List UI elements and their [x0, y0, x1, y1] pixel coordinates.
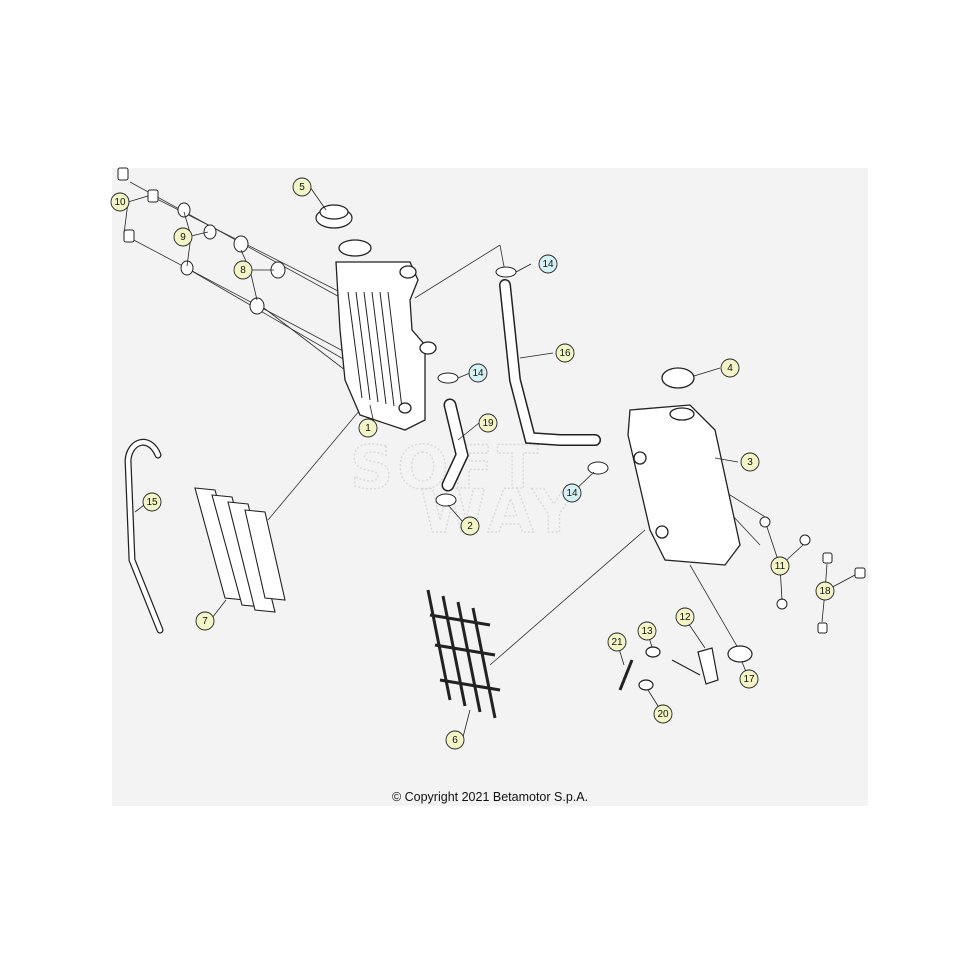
callout-circle [675, 607, 695, 627]
callout-label: 4 [727, 363, 733, 374]
callout-label: 17 [743, 674, 755, 685]
callout-c2: 2 [460, 516, 480, 536]
callout-label: 6 [452, 735, 458, 746]
callout-circle [358, 418, 378, 438]
callout-circle [292, 177, 312, 197]
callout-circle [110, 192, 130, 212]
callout-circle [538, 254, 558, 274]
overflow-tube [125, 440, 163, 633]
callout-circle [815, 581, 835, 601]
callout-c13: 13 [637, 621, 657, 641]
hose-16 [500, 280, 600, 445]
hose-16-outline [499, 279, 601, 446]
clamp-14-top [495, 266, 517, 278]
callout-label: 7 [202, 616, 208, 627]
callout-circle [770, 556, 790, 576]
callout-circle [562, 483, 582, 503]
callout-label: 1 [365, 423, 371, 434]
callout-circle [607, 632, 627, 652]
radiator-cap [315, 204, 353, 229]
callout-label: 21 [611, 637, 623, 648]
callout-label: 14 [566, 488, 578, 499]
callout-label: 20 [657, 709, 669, 720]
callout-c16: 16 [555, 343, 575, 363]
callout-c8: 8 [233, 260, 253, 280]
callout-label: 13 [641, 626, 653, 637]
radiator [335, 239, 437, 431]
clamp-14-mid [437, 372, 459, 384]
radiator-guard [426, 589, 501, 719]
watermark-line-1: SOFT [350, 433, 542, 503]
copyright-notice: © Copyright 2021 Betamotor S.p.A. [391, 790, 589, 804]
callout-label: 19 [482, 418, 494, 429]
callout-c14c: 14 [562, 483, 582, 503]
radiator-louver [194, 487, 286, 613]
tank-fasteners [759, 516, 866, 634]
callout-c11: 11 [770, 556, 790, 576]
callout-circle [195, 611, 215, 631]
callout-circle [468, 363, 488, 383]
callout-circle [739, 669, 759, 689]
callout-c6: 6 [445, 730, 465, 750]
callout-c15: 15 [142, 492, 162, 512]
clamp-14-right [587, 461, 609, 475]
callout-circle [445, 730, 465, 750]
callout-circle [720, 358, 740, 378]
callout-circle [555, 343, 575, 363]
bolts-washers [117, 167, 286, 315]
callout-circle [637, 621, 657, 641]
callout-circle [142, 492, 162, 512]
callout-circle [478, 413, 498, 433]
callout-label: 2 [467, 521, 473, 532]
callout-c14a: 14 [538, 254, 558, 274]
hose-19 [443, 400, 468, 490]
callout-c20: 20 [653, 704, 673, 724]
callout-circle [233, 260, 253, 280]
callout-label: 9 [180, 232, 186, 243]
callout-c18: 18 [815, 581, 835, 601]
callout-label: 11 [775, 561, 786, 572]
callout-c17: 17 [739, 669, 759, 689]
callout-label: 16 [559, 348, 571, 359]
callout-circle [653, 704, 673, 724]
callout-circle [740, 452, 760, 472]
callout-c21: 21 [607, 632, 627, 652]
clamp-2 [435, 493, 457, 507]
callout-label: 3 [747, 457, 753, 468]
expansion-tank [627, 367, 741, 566]
callout-label: 18 [819, 586, 831, 597]
callout-label: 8 [240, 265, 246, 276]
callout-c1: 1 [358, 418, 378, 438]
callout-c12: 12 [675, 607, 695, 627]
callout-label: 5 [299, 182, 305, 193]
tank-cap [661, 367, 695, 389]
callout-c5: 5 [292, 177, 312, 197]
callout-c4: 4 [720, 358, 740, 378]
callout-c10: 10 [110, 192, 130, 212]
callout-c7: 7 [195, 611, 215, 631]
callout-circle [460, 516, 480, 536]
callout-label: 10 [114, 197, 126, 208]
callout-label: 14 [542, 259, 554, 270]
drain-assembly [618, 645, 753, 691]
callout-c9: 9 [173, 227, 193, 247]
callout-label: 15 [146, 497, 158, 508]
callout-c19: 19 [478, 413, 498, 433]
callout-circle [173, 227, 193, 247]
callout-c3: 3 [740, 452, 760, 472]
callout-label: 12 [679, 612, 691, 623]
callout-c14b: 14 [468, 363, 488, 383]
callout-label: 14 [472, 368, 484, 379]
